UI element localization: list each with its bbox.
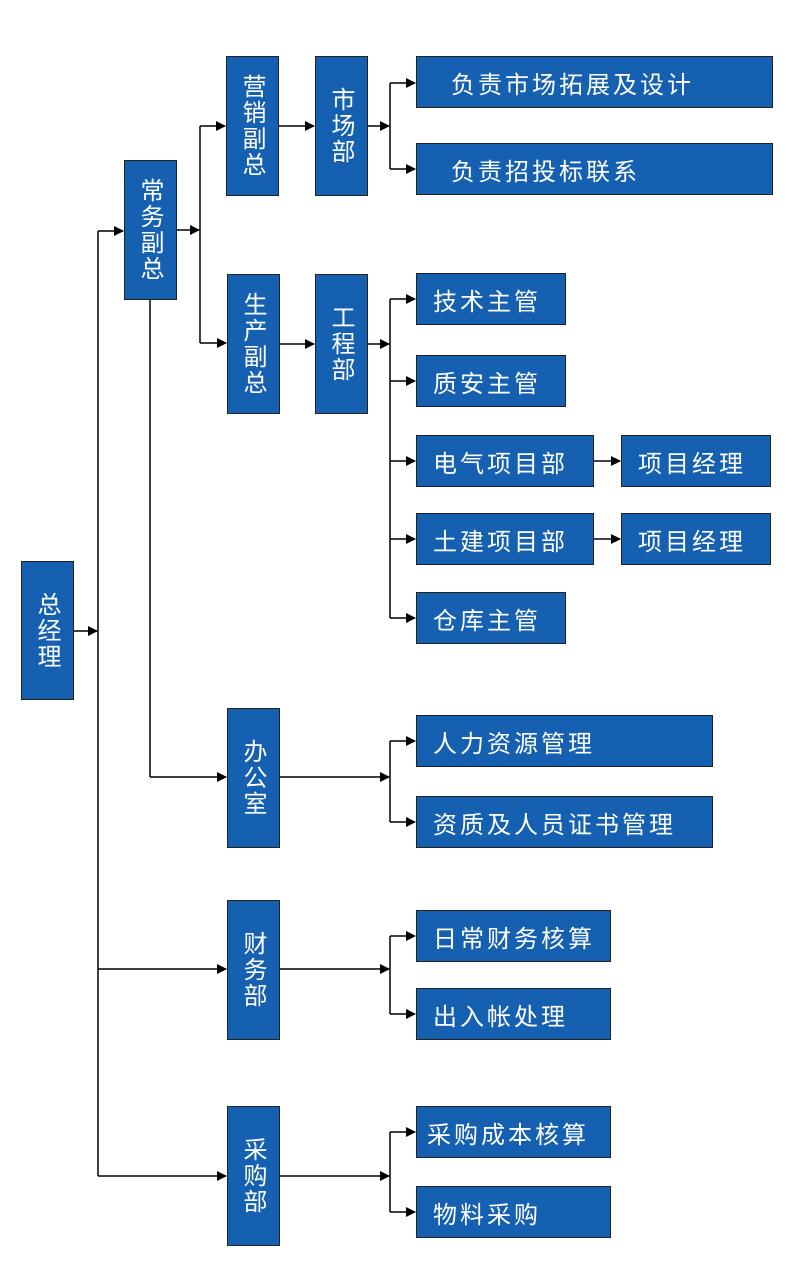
node-market-task-2: 负责招投标联系 — [416, 143, 773, 195]
node-office: 办公室 — [227, 708, 280, 848]
node-warehouse-supervisor: 仓库主管 — [416, 592, 566, 644]
node-general-manager: 总经理 — [21, 561, 74, 700]
node-market-dept: 市场部 — [315, 56, 368, 196]
node-qualification-management: 资质及人员证书管理 — [416, 796, 713, 848]
node-production-vp: 生产副总 — [227, 274, 280, 414]
node-engineering-dept: 工程部 — [315, 274, 368, 414]
node-hr-management: 人力资源管理 — [416, 715, 713, 767]
node-civil-project-manager: 项目经理 — [621, 513, 771, 565]
node-daily-accounting: 日常财务核算 — [416, 910, 611, 962]
node-market-task-1: 负责市场拓展及设计 — [416, 56, 773, 108]
node-quality-safety-supervisor: 质安主管 — [416, 355, 566, 407]
node-material-purchasing: 物料采购 — [416, 1186, 611, 1238]
node-executive-vp: 常务副总 — [124, 160, 177, 300]
node-purchasing-dept: 采购部 — [227, 1106, 280, 1246]
node-purchase-cost-accounting: 采购成本核算 — [416, 1106, 611, 1158]
node-finance-dept: 财务部 — [227, 900, 280, 1040]
node-marketing-vp: 营销副总 — [226, 56, 279, 196]
node-civil-project-dept: 土建项目部 — [416, 513, 594, 565]
node-electrical-project-manager: 项目经理 — [621, 435, 771, 487]
node-electrical-project-dept: 电气项目部 — [416, 435, 594, 487]
node-tech-supervisor: 技术主管 — [416, 273, 566, 325]
node-accounts-processing: 出入帐处理 — [416, 988, 611, 1040]
